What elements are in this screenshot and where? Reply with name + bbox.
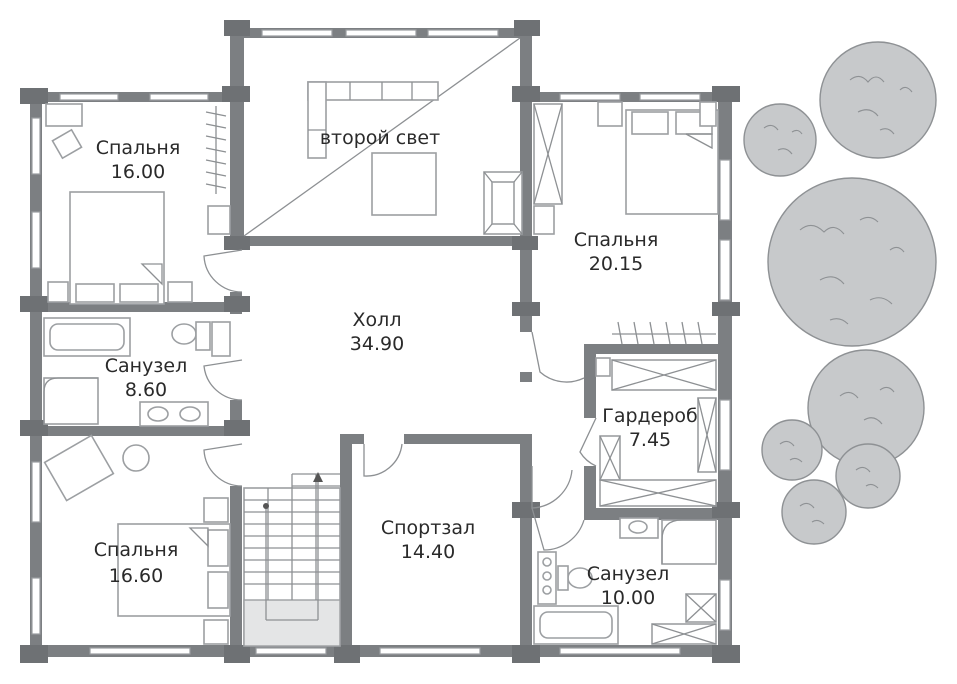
windows <box>31 29 731 655</box>
shower-icon-2 <box>661 519 717 565</box>
second-light-diagonal <box>243 37 521 237</box>
room-label-bedroom-sw: Спальня 16.60 <box>94 539 179 587</box>
bathtub-icon <box>43 317 131 357</box>
room-area: 16.60 <box>109 565 163 587</box>
wardrobe-rail-icon <box>205 106 227 194</box>
desk-icon <box>45 103 83 127</box>
room-name: Спальня <box>94 539 179 561</box>
armchair-icon <box>43 434 115 502</box>
tree-icon-7 <box>781 479 847 545</box>
bed-icon <box>69 191 193 305</box>
room-label-gym: Спортзал 14.40 <box>381 517 475 563</box>
room-name: Санузел <box>587 563 670 585</box>
room-name: Холл <box>353 309 402 331</box>
bathtub-icon-2 <box>533 605 619 645</box>
bed-icon-2 <box>597 101 719 215</box>
closet-rail-icon <box>612 321 716 345</box>
room-name: Спальня <box>96 137 181 159</box>
room-label-hall: Холл 34.90 <box>350 309 404 355</box>
room-name: Гардероб <box>602 405 698 427</box>
room-area: 16.00 <box>111 161 165 183</box>
room-name: второй свет <box>320 127 440 149</box>
boiler-icon-2 <box>537 551 557 605</box>
toilet-icon <box>171 321 211 351</box>
room-area: 8.60 <box>125 379 167 401</box>
tree-icon-2 <box>743 103 817 177</box>
wall-posts <box>20 20 740 663</box>
room-label-bedroom-nw: Спальня 16.00 <box>96 137 181 183</box>
room-label-bedroom-ne: Спальня 20.15 <box>574 229 659 275</box>
shelf-icon <box>651 593 717 645</box>
room-area: 20.15 <box>589 253 643 275</box>
tree-icon-6 <box>835 443 901 509</box>
room-area: 10.00 <box>601 587 655 609</box>
nightstand-icon <box>47 281 69 303</box>
round-table-icon <box>122 444 150 472</box>
stove-icon-2 <box>533 205 555 235</box>
tree-icon-5 <box>761 419 823 481</box>
toilet-icon-2 <box>557 565 593 591</box>
room-label-bathroom-e: Санузел 10.00 <box>587 563 670 609</box>
closet-icon <box>533 103 563 205</box>
fireplace-icon <box>483 171 523 235</box>
room-name: Спальня <box>574 229 659 251</box>
sofa-icon <box>307 81 439 159</box>
chair-icon <box>51 128 83 160</box>
sink-icon <box>619 517 659 539</box>
room-name: Санузел <box>105 355 188 377</box>
tree-icon <box>819 41 937 159</box>
room-name: Спортзал <box>381 517 475 539</box>
wardrobe-shelves-icon <box>595 357 717 507</box>
room-area: 14.40 <box>401 541 455 563</box>
stove-icon <box>207 205 231 235</box>
room-area: 7.45 <box>629 429 671 451</box>
bed-icon-3 <box>117 497 231 645</box>
room-label-wardrobe: Гардероб 7.45 <box>602 405 698 451</box>
room-label-second-light: второй свет <box>320 127 440 149</box>
double-sink-icon <box>139 401 209 427</box>
shower-icon <box>43 377 99 425</box>
doors <box>203 249 597 551</box>
room-label-bathroom-w: Санузел 8.60 <box>105 355 188 401</box>
boiler-icon <box>211 321 231 357</box>
room-area: 34.90 <box>350 333 404 355</box>
coffee-table-icon <box>371 152 437 216</box>
tree-icon-3 <box>767 177 937 347</box>
staircase-icon <box>243 472 341 647</box>
